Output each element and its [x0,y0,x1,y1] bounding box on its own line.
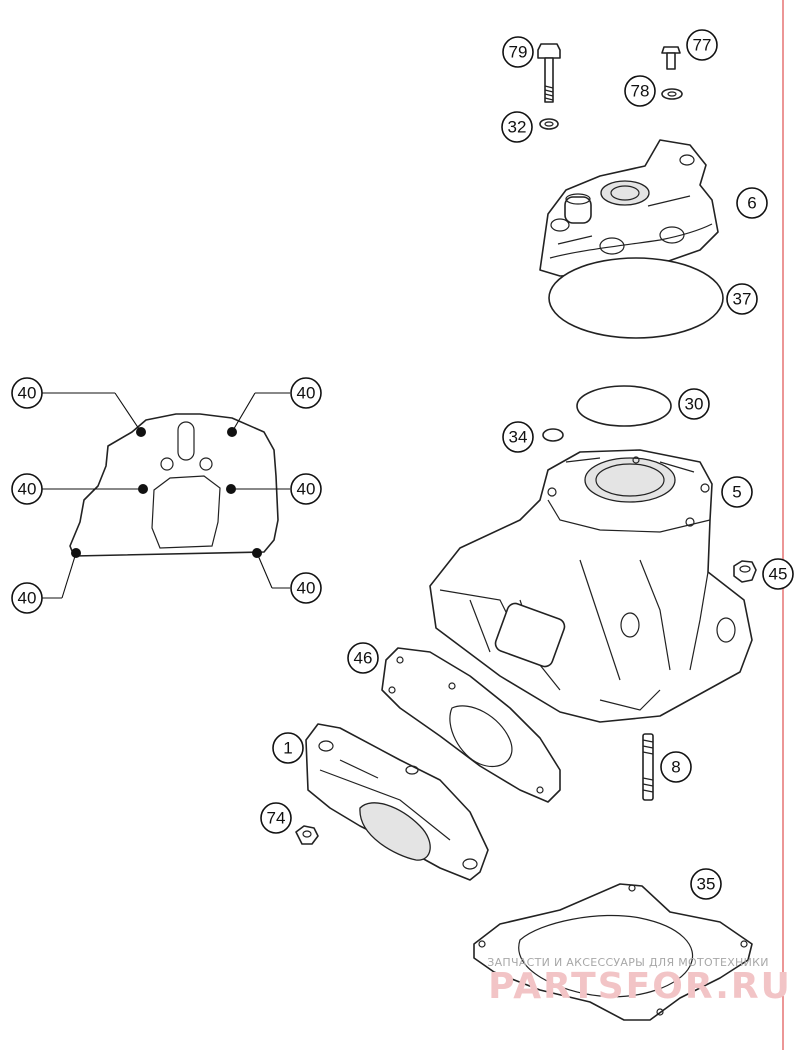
callout-40-top-right: 40 [290,377,322,409]
callout-40-label: 40 [297,480,316,499]
watermark-tagline: ЗАПЧАСТИ И АКСЕССУАРЫ ДЛЯ МОТОТЕХНИКИ [487,956,769,969]
part-37-o-ring [548,257,724,339]
callout-32-label: 32 [508,118,527,137]
watermark-brand: PARTSFOR.RU [488,966,792,1007]
callout-40-label: 40 [18,384,37,403]
callout-78: 78 [624,75,656,107]
callout-34-label: 34 [509,428,528,447]
gasket-detail-40 [69,413,279,558]
callout-32: 32 [501,111,533,143]
part-79-bolt [537,43,561,103]
callout-5: 5 [721,476,753,508]
callout-6-label: 6 [747,194,756,213]
callout-40-label: 40 [18,589,37,608]
callout-40-mid-right: 40 [290,473,322,505]
callout-40-bottom-left: 40 [11,582,43,614]
part-34-small-ring [542,428,564,442]
callout-5-label: 5 [732,483,741,502]
watermark: ЗАПЧАСТИ И АКСЕССУАРЫ ДЛЯ МОТОТЕХНИКИ PA… [487,956,792,1007]
callout-35: 35 [690,868,722,900]
callout-45-label: 45 [769,565,788,584]
part-30-o-ring [576,385,672,427]
callout-6: 6 [736,187,768,219]
callout-1-label: 1 [283,739,292,758]
part-78-washer [661,88,683,100]
part-46-gasket [381,647,561,803]
part-35-base-gasket [473,883,753,1021]
callout-46-label: 46 [354,649,373,668]
callout-8: 8 [660,751,692,783]
callout-40-mid-left: 40 [11,473,43,505]
callout-37-label: 37 [733,290,752,309]
callout-40-label: 40 [297,384,316,403]
part-74-nut [295,825,319,845]
callout-40-bottom-right: 40 [290,572,322,604]
callout-46: 46 [347,642,379,674]
callout-74-label: 74 [267,809,286,828]
part-5-cylinder [429,449,753,723]
part-6-cylinder-head [539,139,719,277]
part-32-washer [539,118,559,130]
part-45-nut [733,560,757,583]
callout-8-label: 8 [671,758,680,777]
part-77-bolt [661,46,681,70]
callout-77-label: 77 [693,36,712,55]
callout-78-label: 78 [631,82,650,101]
callout-40-label: 40 [297,579,316,598]
part-8-stud [642,733,654,801]
callout-1: 1 [272,732,304,764]
part-1-intake-flange [305,723,489,881]
callout-40-label: 40 [18,480,37,499]
leader-lines [42,392,290,599]
callout-79-label: 79 [509,43,528,62]
callout-77: 77 [686,29,718,61]
callout-74: 74 [260,802,292,834]
callout-30: 30 [678,388,710,420]
callout-34: 34 [502,421,534,453]
callout-79: 79 [502,36,534,68]
callout-45: 45 [762,558,794,590]
callout-30-label: 30 [685,395,704,414]
callout-37: 37 [726,283,758,315]
callout-40-top-left: 40 [11,377,43,409]
callout-35-label: 35 [697,875,716,894]
